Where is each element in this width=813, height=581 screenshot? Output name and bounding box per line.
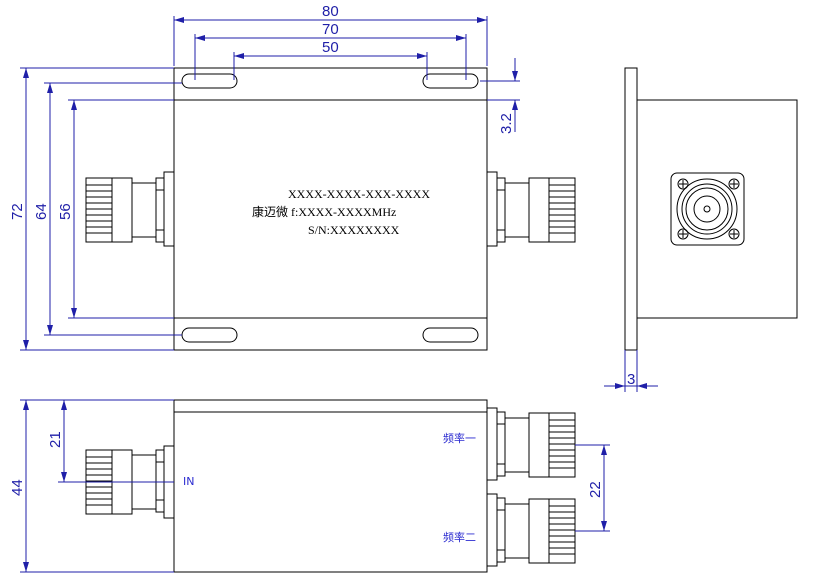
dim-label-56: 56 [57,203,74,220]
dim-label-3: 3 [627,371,635,388]
port-label-output-2: 频率二 [443,530,476,544]
dim-label-64: 64 [33,203,50,220]
mount-slot-bottom-right [422,327,479,343]
dim-label-22: 22 [587,481,604,498]
dim-top-width: 80 70 50 [173,3,488,80]
dim-port-spacing: 22 [575,444,610,532]
mount-slot-bottom-left [181,327,238,343]
dim-label-21: 21 [47,431,64,448]
dim-label-80: 80 [322,3,339,20]
side-body [636,99,798,319]
mount-slot-top-right [422,73,479,89]
dim-label-50: 50 [322,39,339,56]
front-body [173,399,488,573]
port-label-in: IN [183,475,194,488]
dim-label-44: 44 [9,479,26,496]
dim-front-height: 44 21 [9,399,174,573]
dim-flange-thickness: 3 [604,350,658,392]
mount-slot-top-left [181,73,238,89]
right-connector [486,171,576,247]
dim-top-heights: 72 64 56 [9,67,182,351]
front-view: IN 频率一 [9,399,610,573]
output-connector-1 [486,407,576,481]
port-label-output-1: 频率一 [443,431,476,445]
dim-slot-offset: 3.2 [480,58,520,134]
label-brand-frequency: 康迈微 f:XXXX-XXXXMHz [252,204,396,219]
side-connector-face [670,172,745,246]
top-view: XXXX-XXXX-XXX-XXXX 康迈微 f:XXXX-XXXXMHz S/… [9,3,576,351]
side-view: 3 [604,67,798,392]
left-connector [85,171,175,247]
dim-label-70: 70 [322,21,339,38]
dim-label-3-2: 3.2 [498,113,515,134]
side-flange [624,67,638,351]
output-connector-2 [486,493,576,567]
label-model: XXXX-XXXX-XXX-XXXX [288,187,430,201]
dim-label-72: 72 [9,203,26,220]
label-serial: S/N:XXXXXXXX [308,223,400,237]
